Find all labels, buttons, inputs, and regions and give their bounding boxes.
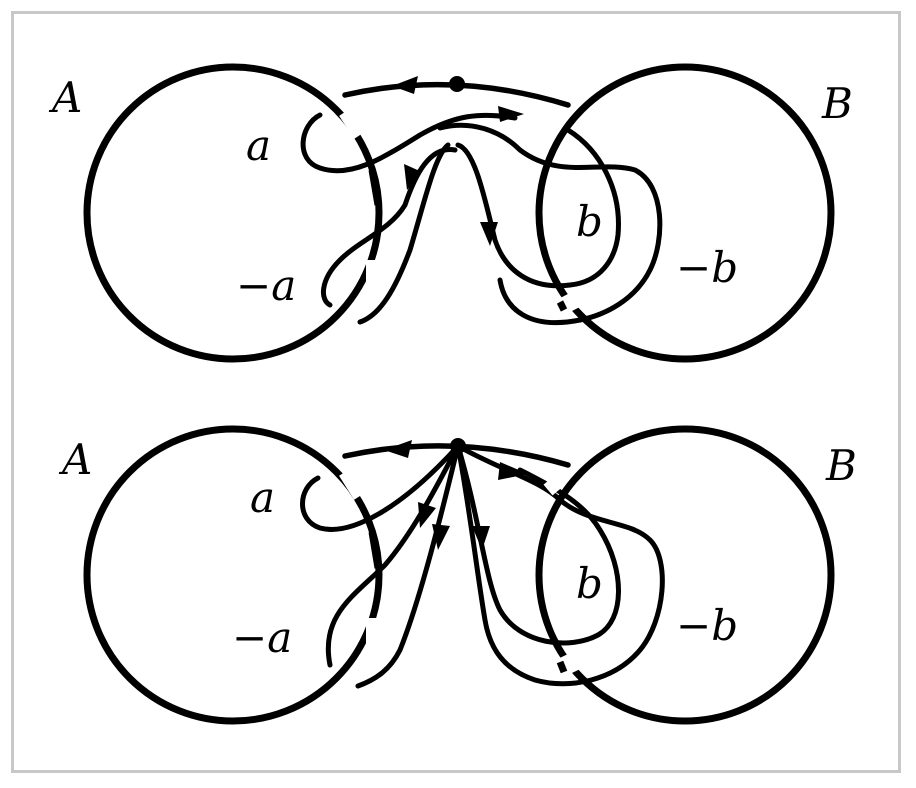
bottom-arrow-b — [472, 526, 490, 550]
bottom-arrow-right — [498, 462, 528, 480]
top-label-A: A — [48, 73, 82, 122]
bottom-panel: A B a −a b −b — [58, 425, 857, 725]
top-arrow-b — [480, 222, 498, 246]
bottom-circle-B — [535, 425, 835, 725]
top-label-neg-b: −b — [676, 243, 738, 292]
bottom-label-B: B — [825, 441, 857, 490]
bottom-label-b: b — [576, 559, 603, 608]
top-circle-B — [535, 63, 835, 363]
bottom-arrow-a-return — [432, 524, 450, 550]
bottom-label-A: A — [58, 435, 92, 484]
bottom-loop-a — [300, 443, 461, 532]
top-label-b: b — [576, 197, 603, 246]
top-arrow-right — [498, 106, 524, 122]
top-base-point — [449, 76, 465, 92]
top-circle-A — [83, 63, 383, 363]
bottom-label-a: a — [250, 473, 275, 522]
bottom-crossing-mark-A — [368, 531, 382, 569]
figure-frame — [11, 11, 901, 773]
top-loop-neg-b — [437, 122, 663, 326]
top-loop-a — [300, 112, 518, 174]
top-loop-a-return — [357, 142, 451, 325]
top-label-neg-a: −a — [236, 261, 296, 310]
top-label-a: a — [246, 121, 271, 170]
bottom-loop-neg-b — [455, 443, 665, 687]
bottom-crossing-mark-B — [556, 660, 568, 674]
top-loop-neg-a — [320, 147, 458, 308]
top-arrow-left — [392, 76, 418, 94]
bottom-circle-A — [83, 425, 383, 725]
bottom-loop-a-return — [355, 443, 461, 689]
bottom-loop-neg-a — [325, 443, 461, 668]
top-crossing-mark-B — [556, 300, 568, 312]
bottom-arrow-left — [384, 440, 412, 458]
top-arrow-neg-a — [404, 164, 422, 190]
bottom-label-neg-b: −b — [676, 601, 738, 650]
bottom-arrow-neg-a — [418, 502, 436, 528]
top-loop-b — [455, 127, 621, 289]
top-panel: A B a −a b −b — [48, 63, 853, 363]
top-crossing-mark-A — [368, 169, 382, 206]
top-label-B: B — [821, 79, 853, 128]
bottom-label-neg-a: −a — [232, 613, 292, 662]
bottom-base-point — [450, 438, 466, 454]
